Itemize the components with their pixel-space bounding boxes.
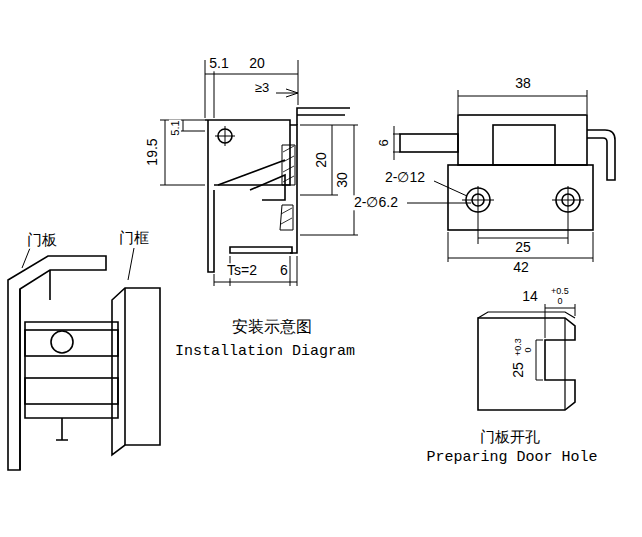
dimension: 14 xyxy=(521,289,539,304)
side-view-line xyxy=(208,120,214,272)
isometric-view-line xyxy=(22,248,134,280)
dimension: 5.1 xyxy=(208,56,229,71)
side-view-line xyxy=(160,120,205,185)
side-view-line xyxy=(300,125,358,235)
dimension: 25 xyxy=(511,361,526,379)
side-view-line xyxy=(215,126,235,146)
front-view-line xyxy=(493,125,555,165)
dimension: Ts=2 xyxy=(226,263,258,278)
door-hole-view-line xyxy=(478,312,575,410)
door-hole-view-line xyxy=(545,304,575,338)
front-view-line xyxy=(458,115,587,165)
view-title: 安装示意图 xyxy=(231,318,313,336)
front-view-line xyxy=(458,90,587,114)
side-view-line xyxy=(214,256,297,286)
door-hole-view-line xyxy=(478,318,575,410)
dimension: 5.1 xyxy=(169,119,181,136)
front-view-line xyxy=(587,130,615,180)
side-view xyxy=(160,60,358,286)
front-view-line xyxy=(400,134,458,152)
tolerance: +0.3 xyxy=(514,337,524,357)
side-view-line xyxy=(205,120,290,185)
isometric-view-line xyxy=(112,288,160,455)
view-title: Installation Diagram xyxy=(174,344,356,361)
dimension: 38 xyxy=(514,76,532,91)
side-view-line xyxy=(218,160,285,200)
front-view-line xyxy=(448,232,593,262)
isometric-view-line xyxy=(51,331,73,353)
front-view xyxy=(393,90,615,262)
door-hole-view xyxy=(478,304,575,410)
front-view-line xyxy=(393,126,400,160)
isometric-view-line xyxy=(25,322,118,418)
front-view-line xyxy=(448,165,593,230)
dimension: 19.5 xyxy=(145,137,160,166)
part-name: 门板 xyxy=(26,232,58,249)
dimension: ≥3 xyxy=(254,81,270,95)
side-view-line xyxy=(290,125,297,253)
isometric-view-line xyxy=(25,330,118,356)
tolerance: 0 xyxy=(524,346,534,353)
isometric-view-line xyxy=(56,418,68,440)
dimension: 2-∅12 xyxy=(384,170,426,185)
isometric-view-line xyxy=(8,256,106,470)
side-view-line xyxy=(281,146,294,224)
dimension: 6 xyxy=(279,263,289,278)
dimension: 30 xyxy=(335,171,350,189)
dimension: 20 xyxy=(314,151,329,169)
dimension: 2-∅6.2 xyxy=(353,195,399,210)
dimension: 25 xyxy=(514,240,532,255)
view-title: 门板开孔 xyxy=(479,429,541,446)
dimension: 6 xyxy=(377,138,391,147)
tolerance: 0 xyxy=(556,297,563,307)
side-view-line xyxy=(230,247,292,253)
view-title: Preparing Door Hole xyxy=(425,450,598,467)
door-hole-view-line xyxy=(536,340,543,380)
part-name: 门框 xyxy=(118,230,150,247)
front-view-line xyxy=(462,186,584,244)
side-view-line xyxy=(280,145,295,230)
tolerance: +0.5 xyxy=(550,287,570,297)
dimension: 42 xyxy=(512,260,530,275)
isometric-view-line xyxy=(25,378,118,404)
side-view-line xyxy=(297,108,350,125)
isometric-view-line xyxy=(124,288,126,445)
dimension: 20 xyxy=(248,56,266,71)
isometric-view xyxy=(8,248,160,470)
